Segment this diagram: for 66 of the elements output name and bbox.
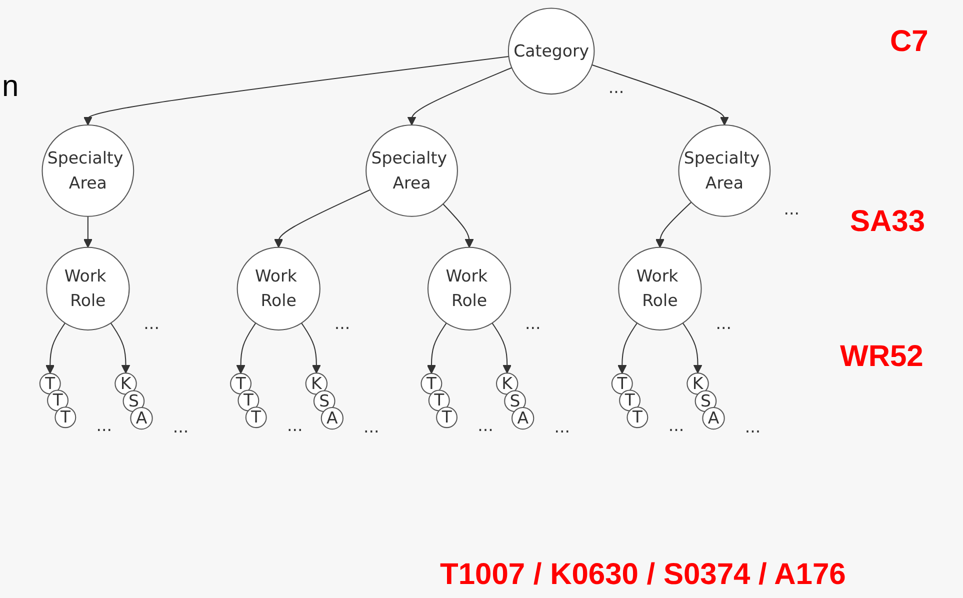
node-label: ... (744, 417, 761, 437)
node-circle: A (130, 406, 153, 430)
arrow (618, 322, 638, 374)
arrow (110, 322, 130, 374)
arrow (492, 322, 512, 374)
node-label: ... (334, 313, 350, 334)
arrow (592, 64, 729, 126)
node-circle: Specialty Area (42, 124, 134, 217)
arrow (236, 322, 256, 374)
node-circle: Specialty Area (366, 124, 458, 217)
node-circle: A (702, 406, 725, 430)
node-circle: K (686, 372, 709, 395)
level-code: SA33 (850, 205, 926, 239)
node-circle: T (619, 390, 641, 412)
level-code: n (2, 70, 19, 104)
arrow (274, 189, 370, 248)
node-label: ... (554, 417, 570, 437)
node-circle: Work Role (236, 246, 320, 330)
node-circle: T (436, 406, 458, 428)
node-label: ... (96, 416, 112, 436)
node-circle: T (39, 372, 61, 394)
arrow (83, 56, 509, 126)
node-label: ... (668, 416, 684, 436)
level-code: WR52 (840, 340, 924, 374)
node-circle: Work Role (618, 246, 702, 330)
node-circle: T (230, 372, 252, 394)
node-circle: T (428, 390, 450, 412)
node-label: ... (525, 313, 541, 334)
node-circle: T (626, 406, 648, 428)
node-circle: S (504, 390, 526, 412)
arrow (301, 322, 321, 374)
node-label: ... (784, 199, 800, 219)
node-circle: T (245, 406, 267, 428)
node-circle: T (238, 390, 260, 412)
node-circle: S (313, 390, 336, 412)
arrow (655, 202, 692, 248)
node-circle: A (512, 406, 534, 430)
node-label: ... (608, 77, 624, 97)
node-label: ... (364, 417, 380, 437)
node-circle: T (420, 372, 442, 394)
node-circle: S (694, 390, 717, 412)
level-code: C7 (890, 25, 928, 59)
node-circle: T (611, 372, 633, 394)
node-circle: Work Role (427, 246, 512, 330)
arrow (426, 322, 447, 374)
node-label: ... (478, 416, 494, 436)
node-circle: Specialty Area (678, 124, 771, 217)
arrow (46, 322, 66, 374)
node-circle: K (114, 372, 137, 395)
node-circle: K (496, 372, 518, 395)
node-label: ... (716, 313, 732, 334)
node-circle: K (305, 372, 328, 395)
node-circle: T (54, 406, 76, 428)
node-circle: Category (508, 8, 595, 95)
arrow (442, 204, 474, 248)
arrow (83, 216, 92, 248)
node-label: ... (172, 417, 189, 437)
arrow (407, 67, 512, 126)
arrow (682, 322, 702, 374)
node-circle: Work Role (46, 246, 130, 330)
node-circle: T (47, 390, 68, 412)
node-circle: A (320, 406, 344, 430)
node-label: ... (144, 313, 160, 334)
level-code: T1007 / K0630 / S0374 / A176 (440, 558, 846, 592)
node-circle: S (122, 390, 145, 412)
node-label: ... (286, 416, 303, 436)
